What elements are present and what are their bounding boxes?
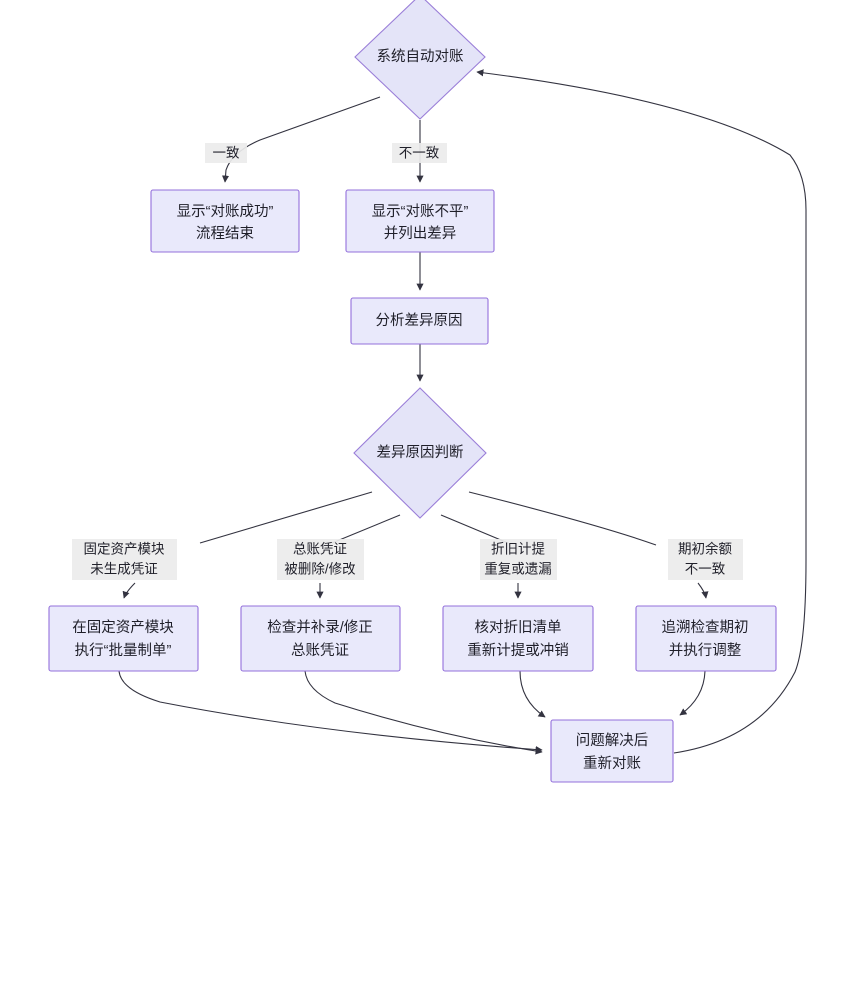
node-label-line1: 显示“对账成功” xyxy=(177,203,274,220)
edge-n10-n1-loop xyxy=(476,69,807,754)
rect-shape xyxy=(48,605,199,672)
edge-n5-n6-tail xyxy=(122,582,136,599)
edge-label-fixed-asset-no-voucher: 固定资产模块 未生成凭证 xyxy=(72,539,177,580)
node-verify-depreciation-list[interactable]: 核对折旧清单 重新计提或冲销 xyxy=(442,605,594,672)
node-label-line1: 显示“对账不平” xyxy=(372,203,469,220)
edge-n1-n2 xyxy=(221,96,381,183)
node-label: 差异原因判断 xyxy=(377,444,464,461)
node-label-line1: 问题解决后 xyxy=(576,732,649,749)
node-fixed-asset-batch-voucher[interactable]: 在固定资产模块 执行“批量制单” xyxy=(48,605,199,672)
edge-label-text-line2: 被删除/修改 xyxy=(284,562,356,577)
edge-label-text-line1: 折旧计提 xyxy=(491,542,545,557)
edge-label-background xyxy=(277,539,364,580)
edge-label-background xyxy=(480,539,557,580)
edge-label-background xyxy=(668,539,743,580)
rect-shape xyxy=(345,189,495,253)
node-show-reconcile-success[interactable]: 显示“对账成功” 流程结束 xyxy=(150,189,300,253)
node-label-line2: 并执行调整 xyxy=(669,642,742,659)
rect-shape xyxy=(550,719,674,783)
node-difference-cause-decision[interactable]: 差异原因判断 xyxy=(353,387,487,519)
edge-label-opening-balance-mismatch: 期初余额 不一致 xyxy=(668,539,743,580)
node-label-line1: 核对折旧清单 xyxy=(475,619,562,636)
edge-label-background xyxy=(392,143,447,163)
edge-label-text: 一致 xyxy=(213,146,240,161)
node-reconcile-again-after-fix[interactable]: 问题解决后 重新对账 xyxy=(550,719,674,783)
node-show-reconcile-imbalance[interactable]: 显示“对账不平” 并列出差异 xyxy=(345,189,495,253)
rect-shape xyxy=(350,297,489,345)
edge-label-depreciation-duplicate-missing: 折旧计提 重复或遗漏 xyxy=(480,539,557,580)
edge-label-text-line1: 期初余额 xyxy=(678,541,732,557)
nodes-layer: 系统自动对账 显示“对账成功” 流程结束 显示“对账不平” 并列出差异 分析差异… xyxy=(48,0,777,783)
edges-layer xyxy=(118,69,807,755)
node-label: 分析差异原因 xyxy=(376,312,463,329)
edge-labels-layer: 一致 不一致 固定资产模块 未生成凭证 总账凭证 被删除/修改 折旧计提 重复或… xyxy=(72,143,743,580)
rect-shape xyxy=(635,605,777,672)
edge-label-text-line2: 未生成凭证 xyxy=(90,562,158,577)
edge-label-text-line1: 固定资产模块 xyxy=(84,542,165,557)
rect-shape xyxy=(442,605,594,672)
edge-n7-n10 xyxy=(304,670,543,755)
rect-shape xyxy=(240,605,401,672)
edge-n5-n9 xyxy=(468,491,657,546)
edge-label-inconsistent: 不一致 xyxy=(392,143,447,163)
edge-n5-n8 xyxy=(440,514,509,544)
node-trace-opening-balance[interactable]: 追溯检查期初 并执行调整 xyxy=(635,605,777,672)
edge-label-consistent: 一致 xyxy=(205,143,247,163)
node-label-line1: 在固定资产模块 xyxy=(72,619,174,636)
node-label-line2: 并列出差异 xyxy=(384,225,457,242)
edge-n5-n6 xyxy=(199,491,373,544)
node-label-line2: 重新对账 xyxy=(583,755,641,772)
node-check-fix-gl-voucher[interactable]: 检查并补录/修正 总账凭证 xyxy=(240,605,401,672)
node-label-line2: 执行“批量制单” xyxy=(75,642,172,659)
node-label-line1: 检查并补录/修正 xyxy=(267,619,373,636)
edge-n5-n7 xyxy=(331,514,401,544)
rect-shape xyxy=(150,189,300,253)
diamond-shape xyxy=(353,387,487,519)
edge-n9-n10 xyxy=(679,670,706,716)
edge-label-text-line2: 重复或遗漏 xyxy=(484,561,552,577)
node-label-line2: 总账凭证 xyxy=(291,642,349,659)
node-label-line2: 重新计提或冲销 xyxy=(467,642,569,659)
edge-label-text-line2: 不一致 xyxy=(685,562,726,577)
node-label: 系统自动对账 xyxy=(377,48,464,65)
diamond-shape xyxy=(354,0,486,120)
node-label-line1: 追溯检查期初 xyxy=(662,619,749,636)
node-system-auto-reconcile[interactable]: 系统自动对账 xyxy=(354,0,486,120)
edge-label-background xyxy=(72,539,177,580)
edge-n8-n10 xyxy=(519,670,546,718)
node-analyze-difference-cause[interactable]: 分析差异原因 xyxy=(350,297,489,345)
edge-n6-n10 xyxy=(118,670,543,754)
edge-label-text-line1: 总账凭证 xyxy=(293,542,347,557)
edge-label-gl-voucher-deleted-modified: 总账凭证 被删除/修改 xyxy=(277,539,364,580)
node-label-line2: 流程结束 xyxy=(196,225,254,242)
edge-label-background xyxy=(205,143,247,163)
edge-n5-n9-tail xyxy=(697,582,709,599)
edge-label-text: 不一致 xyxy=(399,146,440,161)
